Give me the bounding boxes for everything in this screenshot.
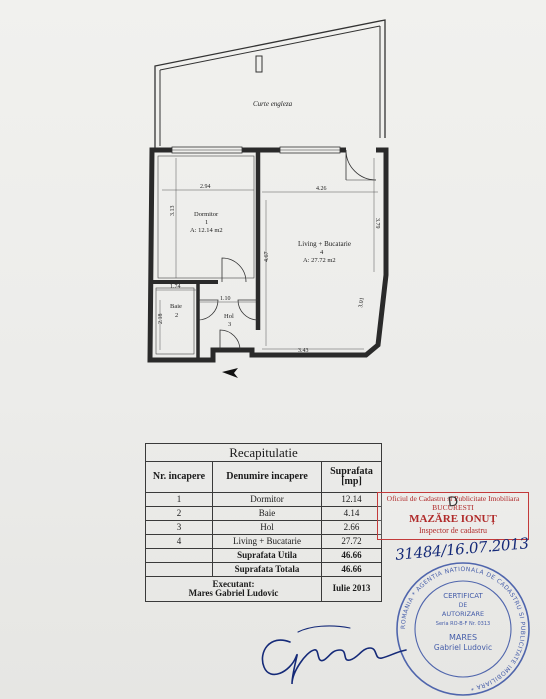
dim-label: 2.18 [158,314,164,325]
courtyard-label: Curte engleza [253,100,293,108]
exterior-walls [147,147,389,363]
dim-label: 4.67 [264,252,270,263]
executant-date: Iulie 2013 [321,576,382,602]
courtyard-outline [154,19,386,150]
header-nr: Nr. incapere [145,461,213,493]
table-row: 2 Baie 4.14 [145,506,382,521]
stamp-handwritten-mark: D [447,492,459,510]
svg-text:DE: DE [459,602,468,609]
room-number-hall: 3 [228,321,231,328]
room-number-bedroom: 1 [205,219,208,226]
executant-name: Mares Gabriel Ludovic [188,588,279,598]
room-area-living: A: 27.72 m2 [303,257,336,264]
cadastre-stamp: Oficiul de Cadastru si Publicitate Imobi… [377,492,529,540]
recap-table: Recapitulatie Nr. incapere Denumire inca… [145,443,382,602]
svg-text:Seria RO-B-F Nr. 0313: Seria RO-B-F Nr. 0313 [436,621,490,627]
seal-outer-text: ROMANIA * AGENTIA NATIONALA DE CADASTRU … [400,566,526,692]
bath-door-swing [197,299,219,321]
living-hall-door [237,299,259,321]
courtyard-inner-top [159,25,381,71]
svg-text:Gabriel Ludovic: Gabriel Ludovic [434,643,492,652]
entry-arrow-icon [222,368,238,378]
dim-label: 1.74 [170,284,181,290]
header-area: Suprafata [mp] [321,461,382,493]
living-door-swing [345,149,377,181]
dim-label: 4.26 [316,186,327,192]
room-area-bedroom: A: 12.14 m2 [190,227,223,234]
svg-text:CERTIFICAT: CERTIFICAT [443,592,483,600]
signature [261,625,407,685]
room-name-living: Living + Bucatarie [298,240,351,248]
entry-door-swing [219,329,241,351]
room-number-living: 4 [320,249,324,256]
room-name-hall: Hol [224,313,234,320]
svg-text:ROMANIA * AGENTIA NATIONALA DE: ROMANIA * AGENTIA NATIONALA DE CADASTRU … [400,566,526,692]
dim-label: 2.94 [200,184,211,190]
svg-text:MARES: MARES [449,633,477,642]
dim-label: 1.10 [220,296,231,302]
room-number-bath: 2 [175,312,178,319]
dim-label: 3.43 [298,348,309,354]
executant-row: Executant: Mares Gabriel Ludovic Iulie 2… [145,576,382,602]
table-row: 4 Living + Bucatarie 27.72 [145,534,382,549]
total-area-row: Suprafata Totala 46.66 [145,562,382,577]
table-row: 3 Hol 2.66 [145,520,382,535]
usable-area-row: Suprafata Utila 46.66 [145,548,382,563]
dim-label: 3.01 [358,297,366,308]
header-name: Denumire incapere [212,461,322,493]
executant-label: Executant: [212,578,255,589]
table-row: 1 Dormitor 12.14 [145,492,382,507]
room-name-bedroom: Dormitor [194,211,219,218]
svg-text:AUTORIZARE: AUTORIZARE [442,610,484,618]
recap-title: Recapitulatie [145,443,382,462]
authorization-seal: ROMANIA * AGENTIA NATIONALA DE CADASTRU … [396,562,530,696]
bedroom-door-swing [221,257,247,283]
courtyard-step [255,55,263,73]
dim-label: 3.13 [170,206,176,217]
floor-plan: Curte engleza [147,19,389,378]
dim-label: 3.79 [374,218,380,229]
room-name-bath: Baie [170,303,182,310]
